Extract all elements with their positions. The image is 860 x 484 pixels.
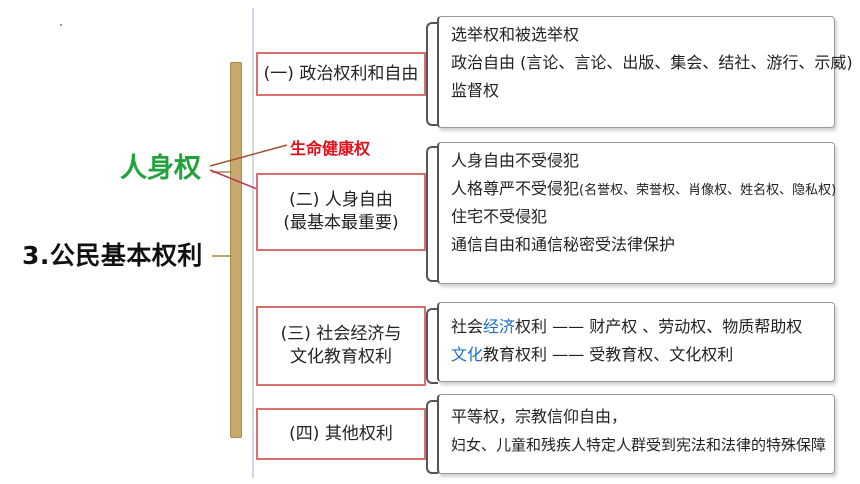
detail-line: 人格尊严不受侵犯(名誉权、荣誉权、肖像权、姓名权、隐私权) <box>451 175 837 203</box>
detail-line: 住宅不受侵犯 <box>451 207 548 226</box>
detail-line: 文化教育权利 —— 受教育权、文化权利 <box>451 341 834 369</box>
divider-line <box>252 8 254 478</box>
detail-line: 选举权和被选举权 <box>451 25 580 44</box>
brace <box>426 308 438 384</box>
category-political: (一) 政治权利和自由 <box>256 52 426 96</box>
brace <box>426 146 438 282</box>
detail-text: 教育权利 —— 受教育权、文化权利 <box>483 345 734 364</box>
detail-line: 平等权，宗教信仰自由， <box>451 407 628 426</box>
main-title: 3.公民基本权利 <box>22 241 203 270</box>
category-personal-freedom: (二) 人身自由 (最基本最重要) <box>256 173 426 251</box>
brace <box>426 22 438 126</box>
category-line: (四) 其他权利 <box>289 423 393 444</box>
life-health-label: 生命健康权 <box>290 139 371 158</box>
detail-text: 权利 —— 财产权 、劳动权、物质帮助权 <box>515 317 803 336</box>
detail-line: 通信自由和通信秘密受法律保护 <box>451 235 676 254</box>
detail-line-main: 人格尊严不受侵犯 <box>451 179 580 198</box>
category-line: 文化教育权利 <box>289 347 392 367</box>
category-other: (四) 其他权利 <box>256 408 426 460</box>
detail-text-blue: 经济 <box>483 317 516 336</box>
detail-other: 平等权，宗教信仰自由， 妇女、儿童和残疾人特定人群受到宪法和法律的特殊保障 <box>437 394 835 474</box>
category-line: (最基本最重要) <box>283 213 399 233</box>
speck <box>60 24 62 26</box>
detail-line: 监督权 <box>451 81 500 100</box>
group-spine <box>230 62 242 438</box>
detail-line: 政治自由 (言论、言论、出版、集会、结社、游行、示威) <box>451 53 853 72</box>
detail-political: 选举权和被选举权 政治自由 (言论、言论、出版、集会、结社、游行、示威) 监督权 <box>437 16 853 128</box>
renshen-label: 人身权 <box>120 153 201 184</box>
category-socio-cultural: (三) 社会经济与 文化教育权利 <box>256 306 426 386</box>
detail-line: 妇女、儿童和残疾人特定人群受到宪法和法律的特殊保障 <box>451 436 827 454</box>
category-line: (二) 人身自由 <box>289 190 393 211</box>
detail-line: 社会经济权利 —— 财产权 、劳动权、物质帮助权 <box>451 313 834 341</box>
detail-text-blue: 文化 <box>451 345 484 364</box>
detail-socio-cultural: 社会经济权利 —— 财产权 、劳动权、物质帮助权 文化教育权利 —— 受教育权、… <box>437 302 835 382</box>
brace <box>426 400 438 474</box>
detail-line: 人身自由不受侵犯 <box>451 151 580 170</box>
detail-text: 社会 <box>451 317 484 336</box>
life-connector <box>209 144 288 167</box>
detail-line-small: (名誉权、荣誉权、肖像权、姓名权、隐私权) <box>579 183 837 198</box>
category-line: (三) 社会经济与 <box>280 324 402 345</box>
detail-personal-freedom: 人身自由不受侵犯 人格尊严不受侵犯(名誉权、荣誉权、肖像权、姓名权、隐私权) 住… <box>437 142 837 284</box>
category-line: (一) 政治权利和自由 <box>263 63 419 84</box>
